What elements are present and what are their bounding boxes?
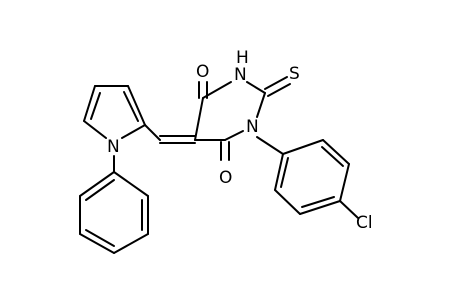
atom-cl: Cl xyxy=(356,213,373,233)
bond-pyrrole-c5-n xyxy=(83,120,107,139)
bond-ar-b xyxy=(322,139,350,165)
bond-ar-c xyxy=(339,163,350,202)
bond-pyrrole-c4-c5-inner xyxy=(90,92,101,120)
bond-c2-s-a xyxy=(264,76,288,90)
bond-ar-inner-1 xyxy=(321,146,344,167)
bond-ch-pyrrole-c2 xyxy=(144,124,161,141)
atom-pyrrole-n: N xyxy=(107,137,120,157)
bond-pyrrole-n-c2 xyxy=(121,124,146,139)
bond-n1-c6 xyxy=(224,130,244,141)
bond-c2-n1 xyxy=(256,92,266,118)
bond-ph1-f xyxy=(79,171,115,197)
bond-ph1-d xyxy=(79,233,115,254)
atom-o-top: O xyxy=(196,62,209,82)
bond-ph1-inner-2 xyxy=(85,229,115,247)
bond-ph1-c xyxy=(113,233,149,254)
bond-pyrrole-c2-c3-inner xyxy=(123,91,139,122)
bond-ar-f xyxy=(274,153,284,191)
bond-n1-aryl xyxy=(256,136,284,155)
atom-s: S xyxy=(289,64,300,84)
atom-h-on-n3: H xyxy=(236,48,249,68)
bond-ar-inner-3 xyxy=(280,157,289,188)
bond-ar-d xyxy=(299,200,341,215)
bond-c5-c4 xyxy=(194,97,204,141)
bond-pyrrole-c4-c5 xyxy=(83,85,96,122)
bond-pyrrole-c2-c3 xyxy=(127,85,146,126)
atom-n1: N xyxy=(246,117,259,137)
bond-ar-e xyxy=(274,189,301,215)
bond-c2-s-b xyxy=(267,83,291,97)
bond-ph1-a xyxy=(113,171,149,197)
bond-ar-cl xyxy=(339,200,359,219)
bond-ar-a xyxy=(282,139,324,155)
bond-ph1-inner-3 xyxy=(85,179,115,201)
bond-ar-inner-2 xyxy=(301,196,335,208)
atom-o-bottom: O xyxy=(219,168,232,188)
atom-nh-n: N xyxy=(234,65,247,85)
bond-n3-c2 xyxy=(246,81,266,94)
